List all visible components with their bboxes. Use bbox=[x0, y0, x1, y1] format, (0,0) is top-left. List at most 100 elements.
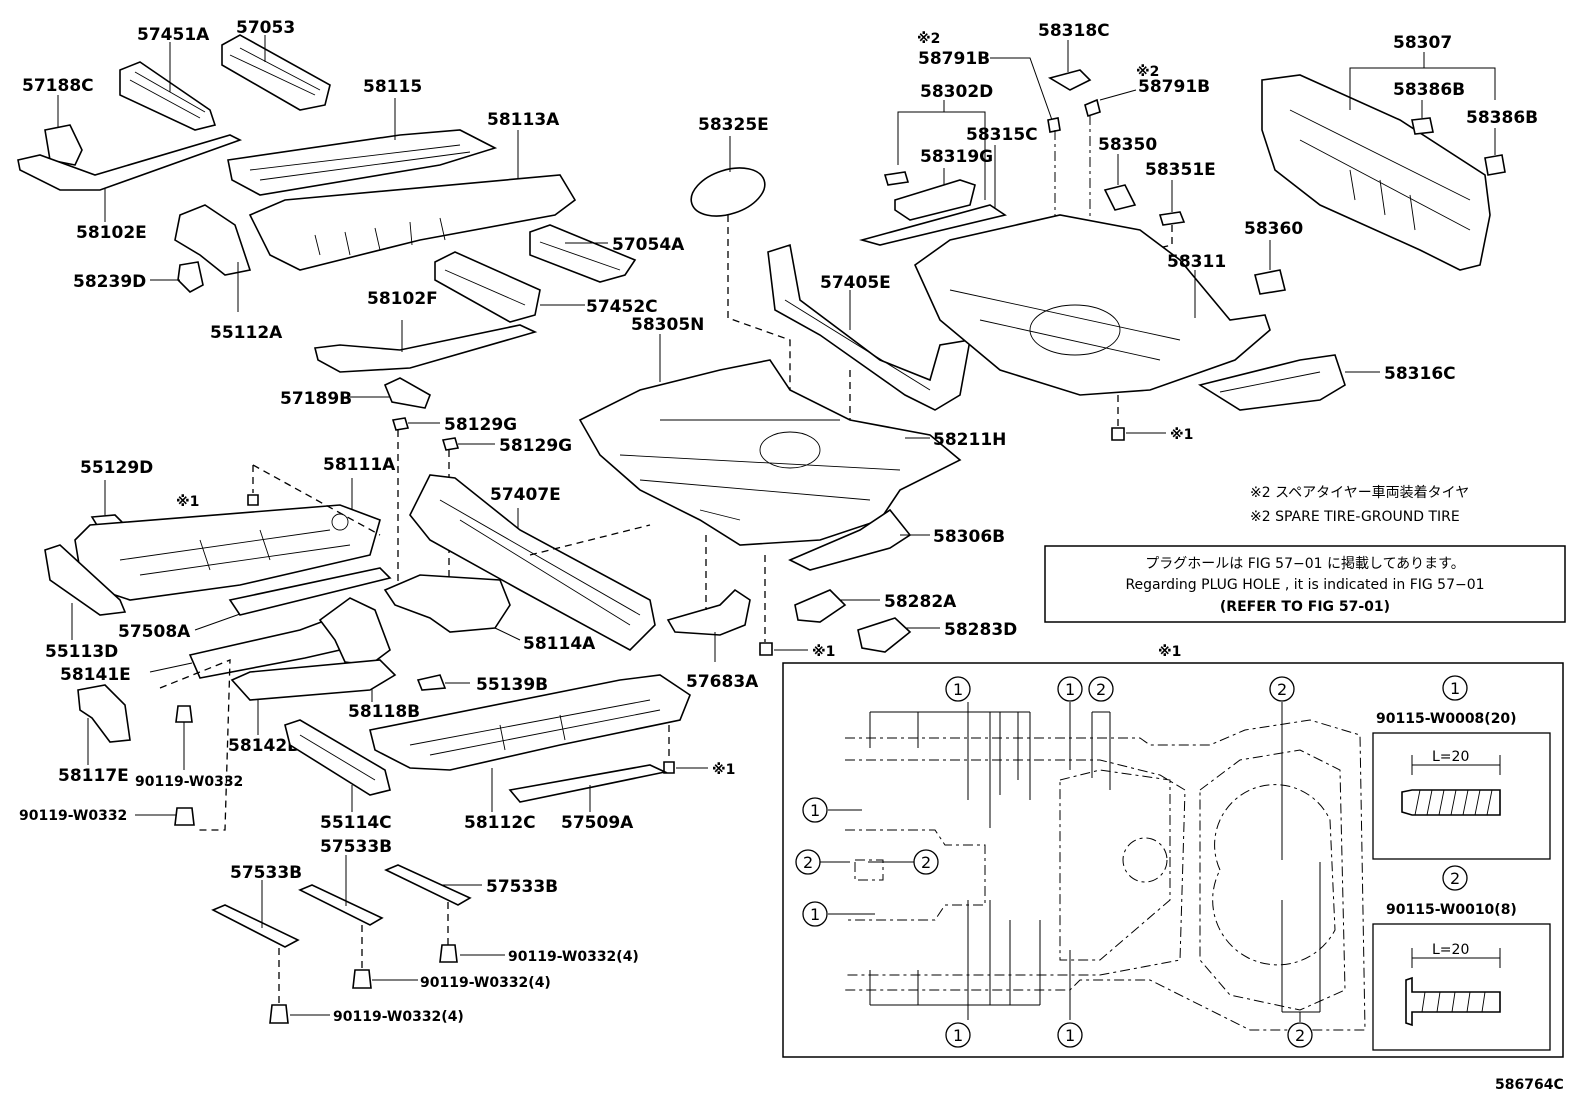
callout-2-top-a: 2 bbox=[1088, 676, 1114, 702]
part-58307 bbox=[1261, 74, 1491, 271]
svg-text:2: 2 bbox=[1295, 1026, 1305, 1045]
svg-text:2: 2 bbox=[921, 853, 931, 872]
part-57508A bbox=[228, 567, 392, 616]
part-58118B bbox=[318, 597, 391, 666]
label-58325E: 58325E bbox=[698, 115, 769, 135]
note-spare-en: ※2 SPARE TIRE-GROUND TIRE bbox=[1250, 509, 1460, 525]
part-57189B bbox=[383, 377, 431, 409]
part-57053 bbox=[221, 34, 331, 111]
label-58302D: 58302D bbox=[920, 82, 993, 102]
part-57054A bbox=[529, 224, 637, 283]
label-57405E: 57405E bbox=[820, 273, 891, 293]
kome1-mark-d: ※1 bbox=[1170, 427, 1193, 443]
bolt2-part-number: 90115-W0010(8) bbox=[1386, 902, 1517, 918]
label-57683A: 57683A bbox=[686, 672, 759, 692]
label-55114C: 55114C bbox=[320, 813, 392, 833]
label-58282A: 58282A bbox=[884, 592, 957, 612]
part-58319G bbox=[894, 179, 976, 221]
part-58311 bbox=[913, 214, 1271, 396]
label-55139B: 55139B bbox=[476, 675, 548, 695]
part-58102E bbox=[17, 134, 243, 191]
part-58129G-b bbox=[441, 437, 460, 451]
label-90119-W0332-a: 90119-W0332 bbox=[135, 774, 243, 790]
part-58325E bbox=[690, 167, 766, 217]
label-58307: 58307 bbox=[1393, 33, 1452, 53]
part-58351E bbox=[1158, 211, 1186, 226]
label-58112C: 58112C bbox=[464, 813, 536, 833]
label-58315C: 58315C bbox=[966, 125, 1038, 145]
svg-text:1: 1 bbox=[810, 905, 820, 924]
part-58318C bbox=[1047, 69, 1092, 91]
callout-1-left-a: 1 bbox=[802, 797, 828, 823]
bolt-90119-c bbox=[439, 944, 458, 963]
label-58129G-a: 58129G bbox=[444, 415, 517, 435]
part-58129G-a bbox=[391, 417, 410, 431]
part-57509A bbox=[508, 764, 668, 803]
label-57533B-a: 57533B bbox=[230, 863, 302, 883]
callout-1-left-b: 1 bbox=[802, 901, 828, 927]
plug-hole-note-box bbox=[1044, 545, 1566, 623]
part-55139B bbox=[416, 674, 447, 691]
bolt-90119-e bbox=[269, 1004, 289, 1024]
svg-text:2: 2 bbox=[803, 853, 813, 872]
label-57189B: 57189B bbox=[280, 389, 352, 409]
part-55113D bbox=[44, 544, 127, 616]
svg-text:1: 1 bbox=[810, 801, 820, 820]
part-57683A bbox=[666, 588, 751, 636]
label-90119-W0332-b: 90119-W0332 bbox=[19, 808, 127, 824]
part-58316C bbox=[1197, 354, 1346, 411]
callout-1-bolt-detail: 1 bbox=[1442, 675, 1468, 701]
label-55112A: 55112A bbox=[210, 323, 283, 343]
label-58113A: 58113A bbox=[487, 110, 560, 130]
part-58791B-a bbox=[1047, 117, 1061, 133]
kome2-mark-a: ※2 bbox=[917, 31, 940, 47]
label-58386B-a: 58386B bbox=[1393, 80, 1465, 100]
label-58141E: 58141E bbox=[60, 665, 131, 685]
detail-title-mark: ※1 bbox=[1158, 644, 1181, 660]
part-58102F bbox=[314, 324, 538, 373]
part-58283D bbox=[857, 617, 912, 653]
label-58118B: 58118B bbox=[348, 702, 420, 722]
part-58305N bbox=[578, 359, 962, 546]
svg-text:2: 2 bbox=[1096, 680, 1106, 699]
note-plug-ref: (REFER TO FIG 57-01) bbox=[1220, 599, 1390, 615]
part-57533B-b bbox=[298, 884, 384, 926]
label-58239D: 58239D bbox=[73, 272, 146, 292]
svg-text:1: 1 bbox=[1065, 1026, 1075, 1045]
note-plug-jp: プラグホールは FIG 57−01 に掲載してあります。 bbox=[1145, 556, 1465, 572]
label-57188C: 57188C bbox=[22, 76, 94, 96]
label-58316C: 58316C bbox=[1384, 364, 1456, 384]
callout-1-bottom-b: 1 bbox=[1057, 1022, 1083, 1048]
label-57509A: 57509A bbox=[561, 813, 634, 833]
part-58282A bbox=[794, 589, 847, 623]
label-55113D: 55113D bbox=[45, 642, 118, 662]
part-57452C bbox=[434, 251, 541, 323]
label-58102F: 58102F bbox=[367, 289, 438, 309]
bolt1-length: L=20 bbox=[1432, 749, 1469, 765]
label-58350: 58350 bbox=[1098, 135, 1157, 155]
label-58360: 58360 bbox=[1244, 219, 1303, 239]
part-58113A bbox=[248, 174, 577, 271]
label-58791B-b: 58791B bbox=[1138, 77, 1210, 97]
callout-1-top-a: 1 bbox=[945, 676, 971, 702]
label-57054A: 57054A bbox=[612, 235, 685, 255]
label-57053: 57053 bbox=[236, 18, 295, 38]
bolt2-icon bbox=[1405, 976, 1501, 1027]
bolt-position-lines bbox=[828, 702, 1321, 1022]
callout-2-bolt-detail: 2 bbox=[1442, 865, 1468, 891]
part-57188C bbox=[44, 124, 83, 166]
label-57533B-c: 57533B bbox=[486, 877, 558, 897]
label-58351E: 58351E bbox=[1145, 160, 1216, 180]
label-55129D: 55129D bbox=[80, 458, 153, 478]
part-58142B bbox=[230, 659, 397, 701]
kome1-mark-a: ※1 bbox=[176, 494, 199, 510]
label-58791B-a: 58791B bbox=[918, 49, 990, 69]
label-58129G-b: 58129G bbox=[499, 436, 572, 456]
label-57452C: 57452C bbox=[586, 297, 658, 317]
note-spare-jp: ※2 スペアタイヤー車両装着タイヤ bbox=[1250, 484, 1469, 501]
figure-id: 586764C bbox=[1495, 1077, 1564, 1093]
label-58115: 58115 bbox=[363, 77, 422, 97]
bolt2-detail-box bbox=[1372, 923, 1551, 1051]
label-57533B-b: 57533B bbox=[320, 837, 392, 857]
